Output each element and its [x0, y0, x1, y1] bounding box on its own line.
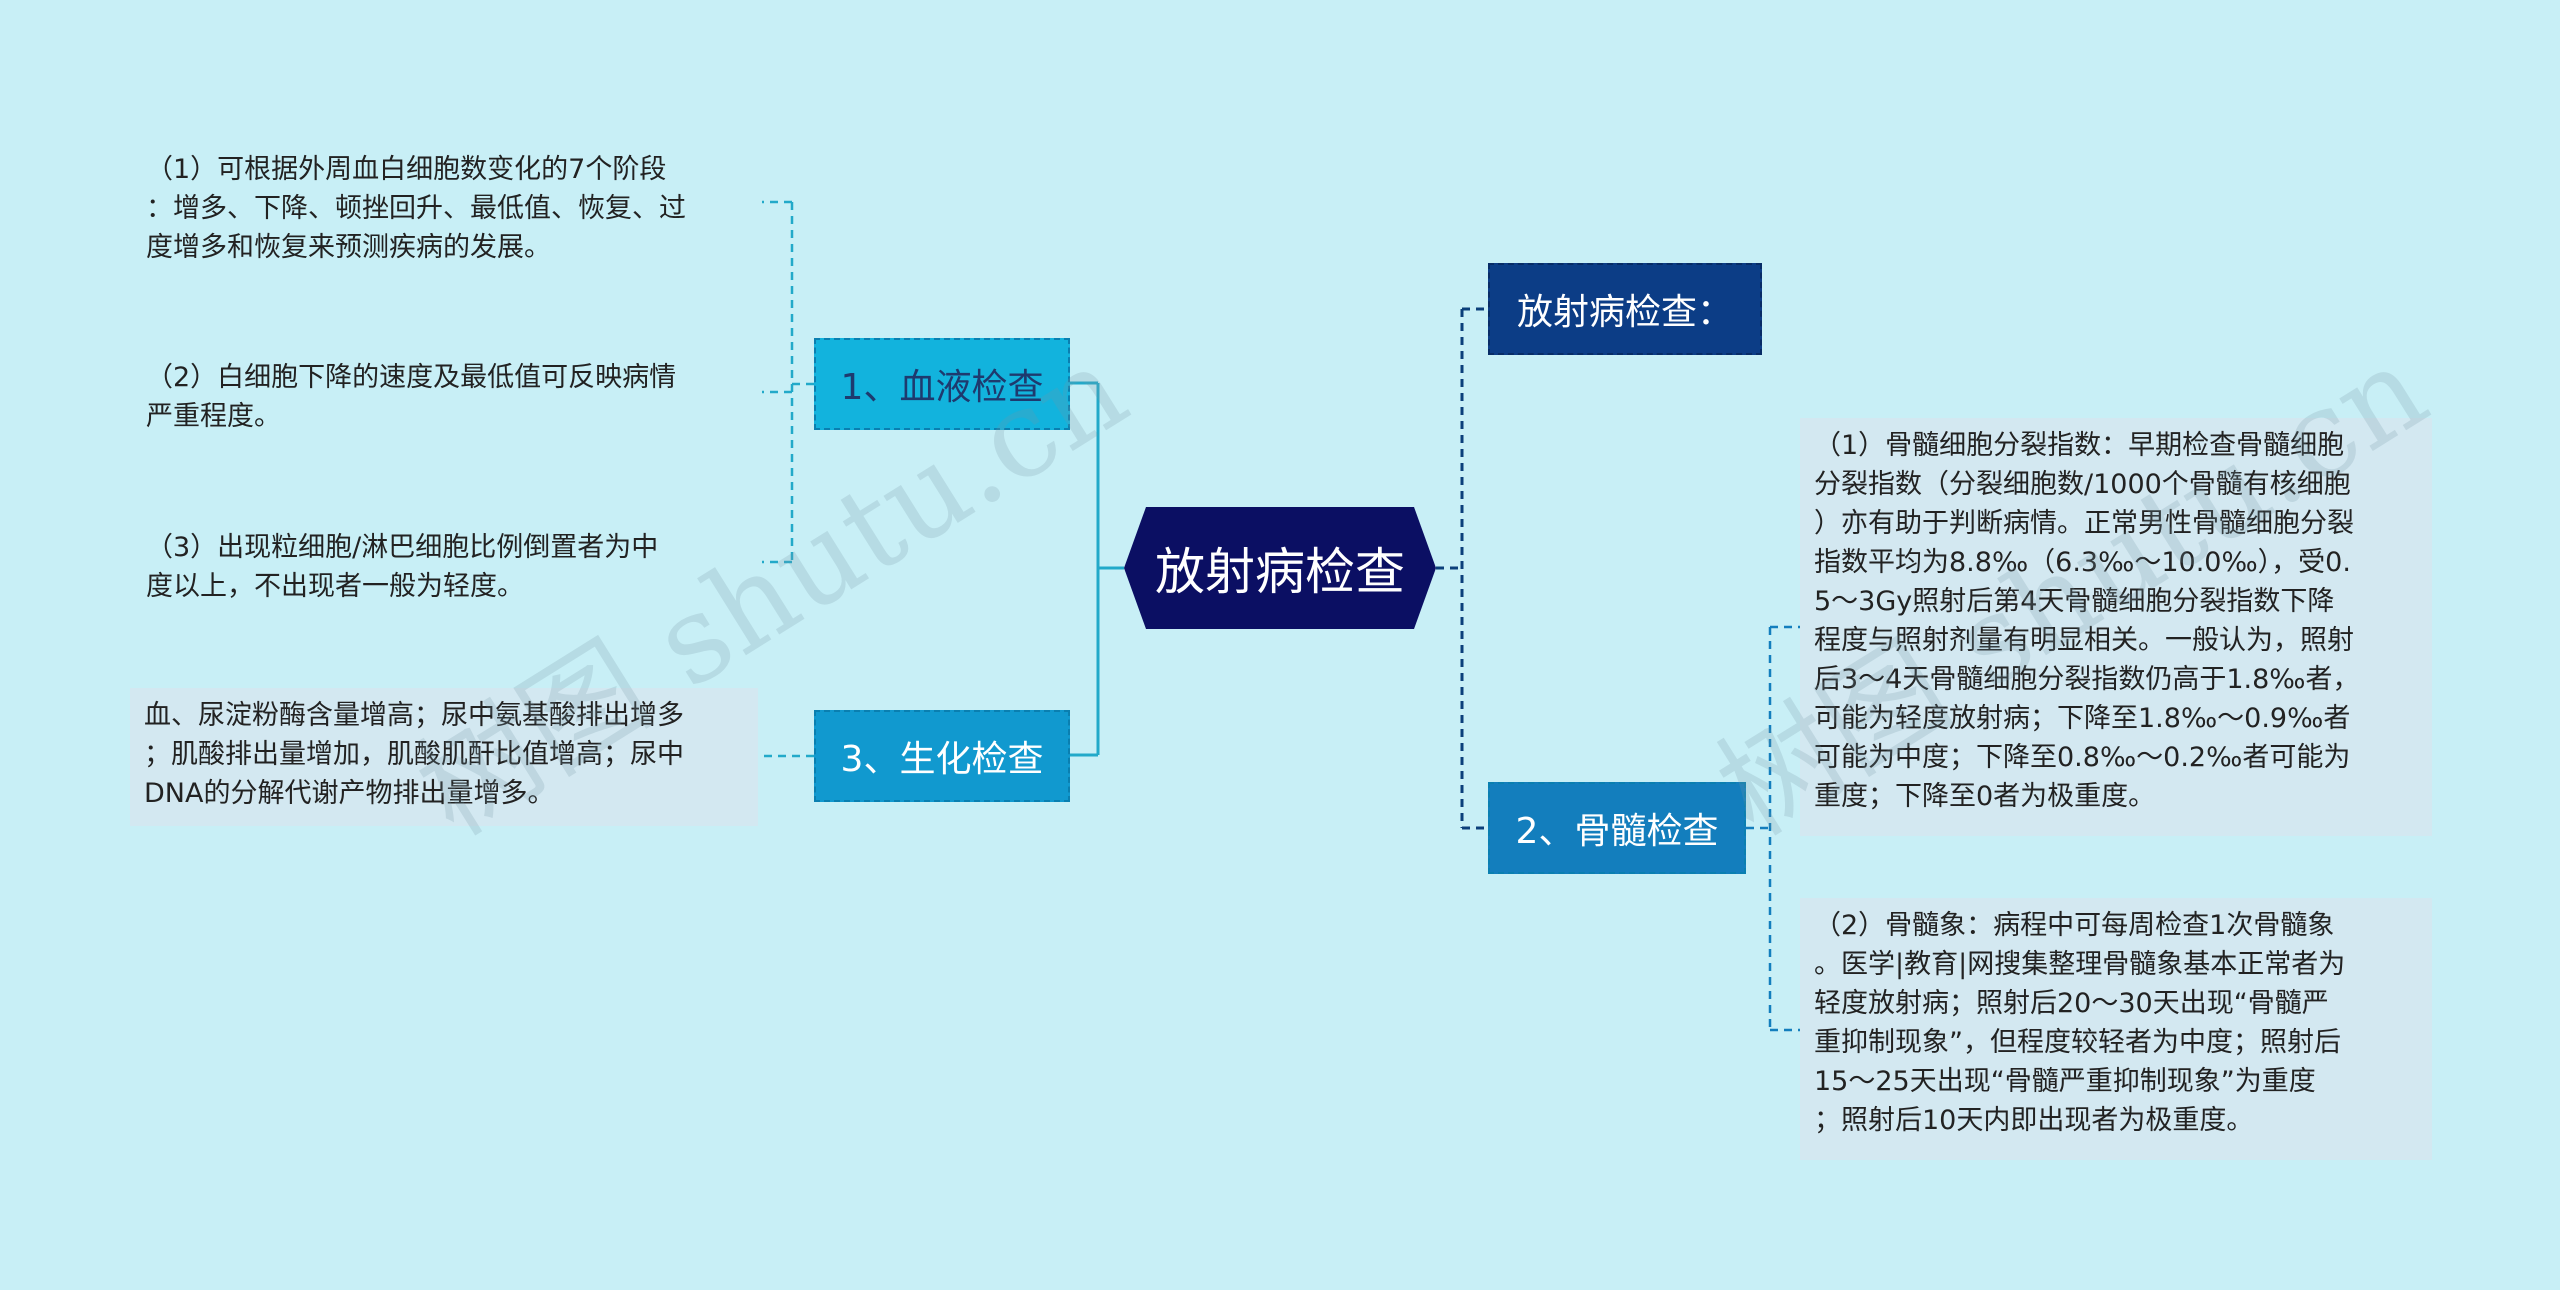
leaf-biochem-markers[interactable]: 血、尿淀粉酶含量增高；尿中氨基酸排出增多 ；肌酸排出量增加，肌酸肌酐比值增高；尿…	[130, 688, 758, 826]
leaf-blood-ratio[interactable]: （3）出现粒细胞/淋巴细胞比例倒置者为中 度以上，不出现者一般为轻度。	[146, 532, 659, 602]
leaf-blood-stages[interactable]: （1）可根据外周血白细胞数变化的7个阶段 ：增多、下降、顿挫回升、最低值、恢复、…	[146, 154, 686, 263]
branch-exam-title[interactable]: 放射病检查：	[1488, 263, 1762, 355]
branch-biochemical-test[interactable]: 3、生化检查	[814, 710, 1070, 802]
connector-marrow-leaves	[1746, 625, 1800, 1032]
connector-blood-leaves	[762, 200, 814, 564]
branch-bone-marrow-test[interactable]: 2、骨髓检查	[1488, 782, 1746, 874]
leaf-marrow-picture[interactable]: （2）骨髓象：病程中可每周检查1次骨髓象 。医学|教育|网搜集整理骨髓象基本正常…	[1800, 898, 2432, 1160]
root-node[interactable]: 放射病检查	[1124, 507, 1436, 629]
branch-blood-test[interactable]: 1、血液检查	[814, 338, 1070, 430]
leaf-blood-decline[interactable]: （2）白细胞下降的速度及最低值可反映病情 严重程度。	[146, 362, 677, 432]
connector-root-left	[1070, 381, 1124, 757]
connector-root-right	[1436, 307, 1488, 830]
leaf-marrow-mitotic-index[interactable]: （1）骨髓细胞分裂指数：早期检查骨髓细胞 分裂指数（分裂细胞数/1000个骨髓有…	[1800, 418, 2432, 836]
